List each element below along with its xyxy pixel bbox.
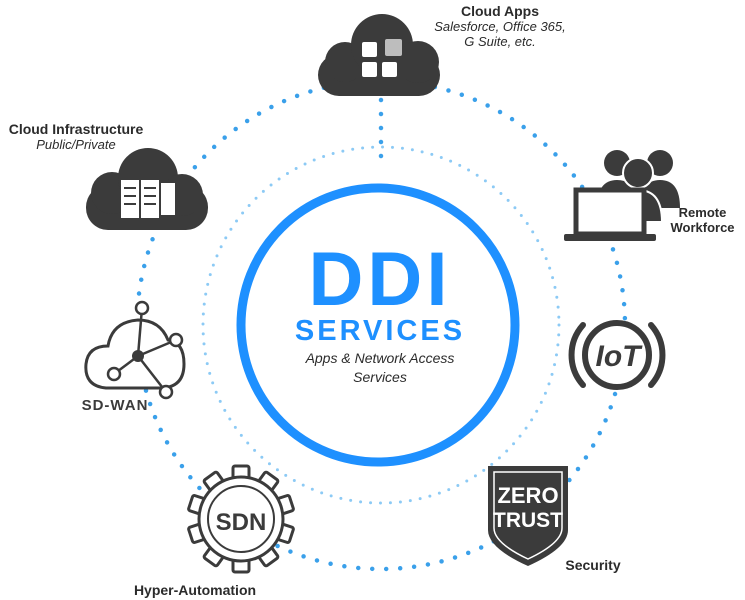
inner-dotted-ring <box>201 145 561 505</box>
sdn-text: SDN <box>216 509 267 536</box>
remote-line-2: Workforce <box>670 220 735 235</box>
shield-icon: ZERO TRUST <box>488 466 568 566</box>
iot-icon: IoT <box>568 320 666 390</box>
cloud-infra-title: Cloud Infrastructure <box>8 121 144 137</box>
security-label: Security <box>548 557 638 573</box>
center-circle <box>236 183 520 467</box>
cloud-server-icon <box>86 148 208 230</box>
cloud-infra-sub: Public/Private <box>36 137 116 152</box>
cloud-apps-sub-1: Salesforce, Office 365, <box>434 19 566 34</box>
sd-wan-cloud-icon <box>84 300 186 400</box>
center-subtitle: SERVICES <box>295 315 465 347</box>
remote-workforce-label: Remote Workforce <box>660 205 745 235</box>
iot-text: IoT <box>596 340 644 373</box>
hyper-automation-text: Hyper-Automation <box>133 582 257 598</box>
center-caption-line-1: Apps & Network Access <box>305 350 455 366</box>
zero-text: ZERO <box>497 483 558 508</box>
cloud-infra-label: Cloud Infrastructure Public/Private <box>0 121 152 152</box>
cloud-apps-label: Cloud Apps Salesforce, Office 365, G Sui… <box>420 3 580 49</box>
center-title: DDI <box>309 237 452 322</box>
center-caption-line-2: Services <box>353 369 407 385</box>
cloud-apps-title: Cloud Apps <box>460 3 540 19</box>
hyper-automation-label: Hyper-Automation <box>110 582 280 598</box>
trust-text: TRUST <box>493 509 563 532</box>
gear-icon: SDN <box>187 464 295 574</box>
cloud-apps-sub-2: G Suite, etc. <box>464 34 536 49</box>
sd-wan-label: SD-WAN <box>82 397 149 414</box>
remote-line-1: Remote <box>678 205 727 220</box>
security-text: Security <box>565 557 621 573</box>
cloud-apps-icon <box>318 14 440 96</box>
remote-workforce-icon <box>564 150 680 241</box>
